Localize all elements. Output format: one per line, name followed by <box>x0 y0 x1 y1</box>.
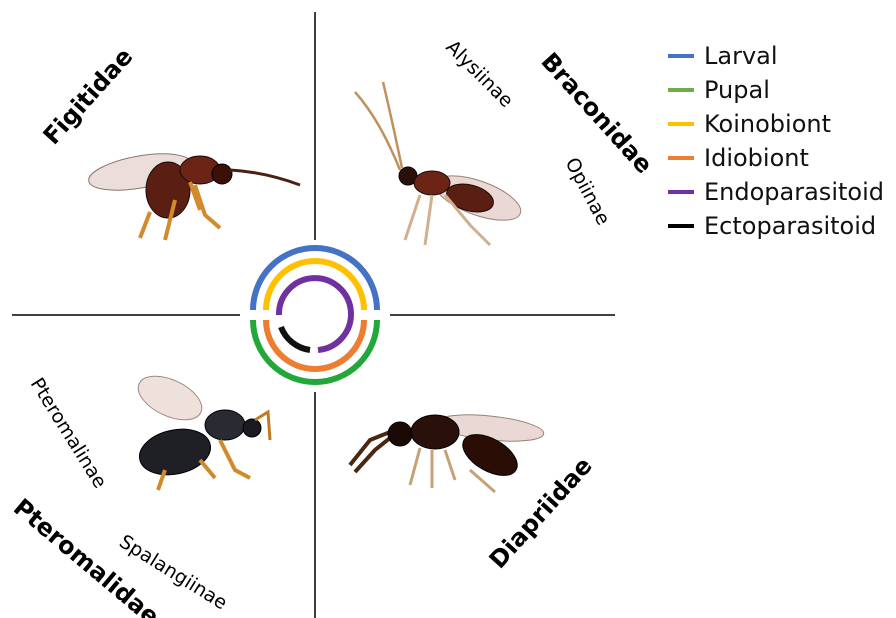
legend-label: Koinobiont <box>704 110 831 138</box>
family-label-figitidae: Figitidae <box>38 43 139 150</box>
legend-label: Endoparasitoid <box>704 178 884 206</box>
subfamily-label-alysiinae: Alysiinae <box>441 36 517 112</box>
legend-item: Idiobiont <box>668 144 809 172</box>
legend-item: Endoparasitoid <box>668 178 884 206</box>
diapriidae-wasp <box>350 410 545 492</box>
ring-pupal <box>253 320 377 382</box>
life-history-rings <box>253 248 377 382</box>
legend-label: Ectoparasitoid <box>704 212 876 240</box>
subfamily-label-opiinae: Opiinae <box>561 154 615 229</box>
legend-item: Larval <box>668 42 778 70</box>
subfamily-label-pteromalinae: Pteromalinae <box>26 374 111 492</box>
legend-label: Larval <box>704 42 778 70</box>
legend-item: Koinobiont <box>668 110 831 138</box>
legend-item: Pupal <box>668 76 770 104</box>
legend-label: Pupal <box>704 76 770 104</box>
ring-ectoparasitoid <box>281 327 310 350</box>
pteromalidae-wasp <box>132 367 270 490</box>
family-label-braconidae: Braconidae <box>536 47 659 179</box>
legend: LarvalPupalKoinobiontIdiobiontEndoparasi… <box>668 42 884 240</box>
legend-item: Ectoparasitoid <box>668 212 876 240</box>
legend-label: Idiobiont <box>704 144 809 172</box>
figitidae-wasp <box>86 147 300 240</box>
